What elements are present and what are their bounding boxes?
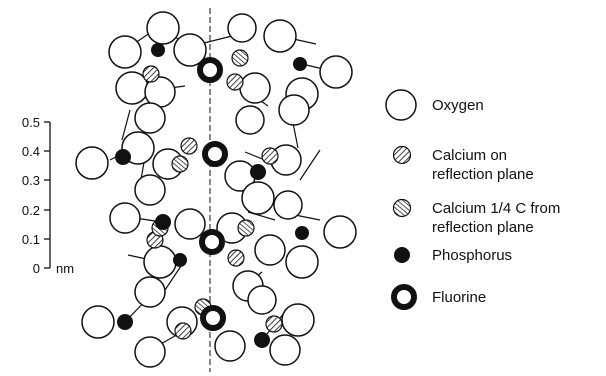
oxygen-atom — [285, 245, 319, 279]
legend-label: reflection plane — [432, 219, 534, 236]
legend-label: Fluorine — [432, 289, 486, 306]
fluorine-atom — [199, 229, 225, 255]
phosphorus-atom — [155, 214, 171, 230]
calcium-atom-on-plane — [142, 65, 160, 83]
oxygen-atom — [273, 190, 303, 220]
calcium-atom-quarter-c — [231, 49, 249, 67]
phosphorus-atom — [254, 332, 270, 348]
phosphorus-atom — [151, 43, 165, 57]
calcium-atom-on-plane — [227, 249, 245, 267]
phosphorus-atom — [117, 314, 133, 330]
phosphorus-atom — [250, 164, 266, 180]
crystal-structure — [75, 8, 357, 372]
legend-label: Calcium 1/4 C from — [432, 200, 560, 217]
oxygen-atom — [263, 19, 297, 53]
oxygen-atom — [214, 330, 246, 362]
scale-unit-label: nm — [56, 261, 74, 276]
calcium-atom-on-plane — [265, 315, 283, 333]
oxygen-atom — [108, 35, 142, 69]
scale-tick-label: 0.1 — [22, 232, 40, 247]
oxygen-atom — [227, 13, 257, 43]
oxygen-atom — [81, 305, 115, 339]
oxygen-atom — [173, 33, 207, 67]
phosphorus-atom — [295, 226, 309, 240]
phosphorus-atom — [293, 57, 307, 71]
oxygen-atom — [239, 72, 271, 104]
legend: Oxygen Calcium on reflection plane Calci… — [385, 89, 560, 310]
calcium-atom-quarter-c — [171, 155, 189, 173]
oxygen-atom — [134, 174, 166, 206]
phosphorus-swatch-icon — [394, 247, 410, 263]
legend-label: Calcium on — [432, 147, 507, 164]
phosphorus-atom — [173, 253, 187, 267]
phosphorus-atom — [115, 149, 131, 165]
oxygen-atom — [143, 245, 177, 279]
legend-item-oxygen: Oxygen — [385, 89, 484, 121]
oxygen-atom — [281, 303, 315, 337]
oxygen-atom — [134, 276, 166, 308]
calcium-quarter-c-swatch-icon — [392, 198, 412, 218]
oxygen-atom — [241, 181, 275, 215]
legend-item-phosphorus: Phosphorus — [394, 247, 512, 264]
oxygen-swatch-icon — [385, 89, 417, 121]
calcium-atom-quarter-c — [237, 219, 255, 237]
calcium-atom-on-plane — [180, 137, 198, 155]
scale-bar: 0.5 0.4 0.3 0.2 0.1 0 nm — [22, 115, 74, 276]
scale-tick-label: 0.5 — [22, 115, 40, 130]
oxygen-atom — [134, 336, 166, 368]
scale-tick-label: 0.4 — [22, 144, 40, 159]
oxygen-atom — [278, 94, 310, 126]
oxygen-atom — [247, 285, 277, 315]
calcium-atom-on-plane — [226, 73, 244, 91]
oxygen-atom — [235, 105, 265, 135]
fluorine-atom — [200, 305, 226, 331]
oxygen-atom — [323, 215, 357, 249]
calcium-on-plane-swatch-icon — [392, 145, 412, 165]
legend-label: Phosphorus — [432, 247, 512, 264]
oxygen-atom — [75, 146, 109, 180]
oxygen-atom — [174, 208, 206, 240]
fluorine-swatch-icon — [391, 284, 417, 310]
legend-label: reflection plane — [432, 166, 534, 183]
fluorine-atom — [202, 141, 228, 167]
calcium-atom-on-plane — [261, 147, 279, 165]
scale-tick-label: 0 — [33, 261, 40, 276]
oxygen-atom — [319, 55, 353, 89]
legend-label: Oxygen — [432, 97, 484, 114]
oxygen-atom — [109, 202, 141, 234]
scale-tick-label: 0.3 — [22, 173, 40, 188]
oxygen-atom — [269, 334, 301, 366]
fluorine-atom — [197, 57, 223, 83]
scale-tick-label: 0.2 — [22, 203, 40, 218]
legend-item-fluorine: Fluorine — [391, 284, 486, 310]
oxygen-atom — [254, 234, 286, 266]
oxygen-atom — [134, 102, 166, 134]
oxygen-atom — [146, 11, 180, 45]
legend-item-calcium-quarter-c: Calcium 1/4 C from reflection plane — [392, 198, 560, 236]
legend-item-calcium-on-plane: Calcium on reflection plane — [392, 145, 534, 183]
calcium-atom-on-plane — [174, 322, 192, 340]
